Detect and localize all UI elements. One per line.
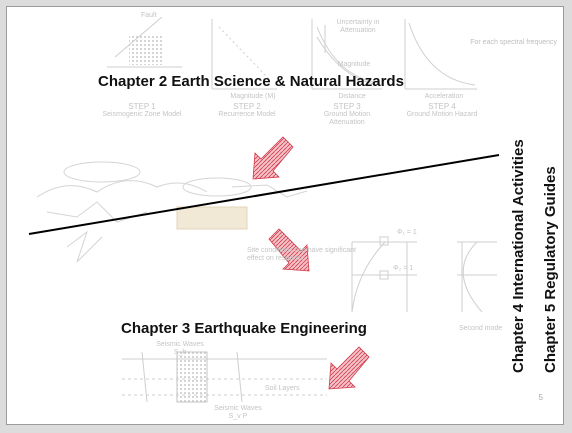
step4-figure — [404, 19, 477, 90]
mode1-label: Φ₁ = 1 — [397, 229, 417, 236]
step2-figure — [211, 19, 277, 90]
distance-label: Distance — [338, 93, 366, 100]
step1-name: STEP 1 — [128, 102, 156, 111]
magnitude-m-label: Magnitude — [337, 61, 371, 68]
second-mode-label: Second mode — [459, 325, 503, 332]
step3-name: STEP 3 — [333, 102, 361, 111]
step2-name: STEP 2 — [233, 102, 261, 111]
divider-line — [28, 154, 500, 235]
step4-desc: Ground Motion Hazard — [406, 111, 478, 118]
arrow-icon — [268, 228, 310, 272]
step2-desc: Recurrence Model — [218, 111, 276, 118]
site-response-sketch — [36, 161, 308, 263]
corner-note: For each spectral frequency — [470, 39, 557, 46]
step3-desc: Ground Motion Attenuation — [323, 111, 371, 126]
step4-name: STEP 4 — [428, 102, 456, 111]
page-number: 5 — [538, 393, 543, 402]
acceleration-label: Acceleration — [424, 93, 464, 100]
seismic-waves-top-label: Seismic Waves S_h — [156, 341, 204, 356]
soil-layers-label: Soil Layers — [265, 385, 300, 392]
chapter5-title: Chapter 5 Regulatory Guides — [542, 166, 559, 373]
arrow-icon — [252, 136, 294, 180]
mode-shape-sketch — [351, 236, 497, 313]
chapter4-title: Chapter 4 International Activities — [510, 139, 527, 373]
step1-desc: Seismogenic Zone Model — [102, 111, 182, 118]
fault-label: Fault — [141, 12, 157, 19]
step3-figure — [311, 19, 382, 90]
chapter2-title: Chapter 2 Earth Science & Natural Hazard… — [98, 73, 404, 90]
faded-background-figures — [28, 16, 500, 403]
site-note: Site conditions can have significant eff… — [247, 247, 356, 262]
soil-structure-sketch — [122, 351, 327, 403]
uncertainty-label: Uncertainty in Attenuation — [336, 19, 380, 34]
arrow-icon — [328, 346, 370, 390]
step1-figure — [107, 16, 182, 68]
magnitude-label: Magnitude (M) — [230, 93, 276, 100]
slide: For each spectral frequency Fault Magnit… — [6, 6, 564, 425]
chapter3-title: Chapter 3 Earthquake Engineering — [121, 320, 367, 337]
seismic-waves-bottom-label: Seismic Waves S_v P — [214, 405, 262, 420]
mode2-label: Φ₂ = 1 — [393, 265, 414, 272]
